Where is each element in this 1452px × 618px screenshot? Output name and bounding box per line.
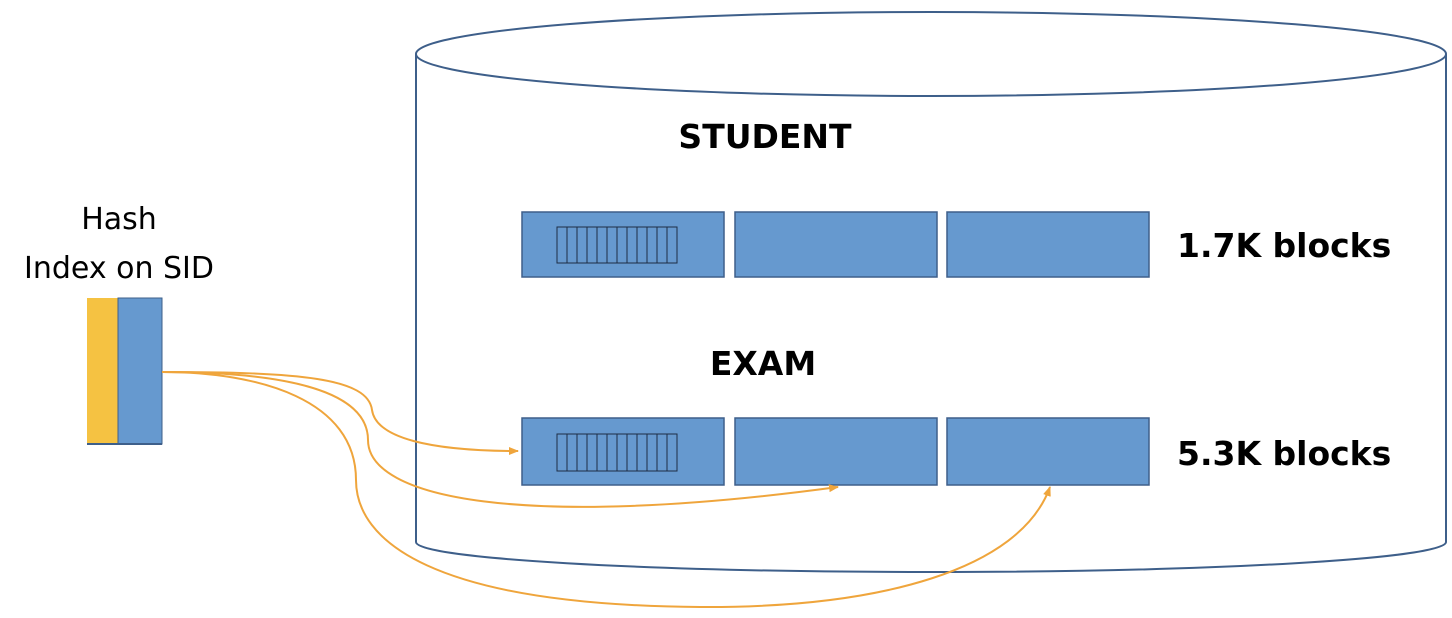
table-name: EXAM [710, 344, 816, 383]
data-block [521, 417, 725, 486]
data-block [734, 417, 938, 486]
cylinder-body [415, 54, 1447, 573]
index-pointer-column [117, 297, 163, 445]
index-title-line1: Hash [81, 202, 157, 237]
hash-index: Hash Index on SID [24, 202, 214, 445]
pointer-arrow [161, 371, 1051, 609]
record-slots [556, 433, 678, 472]
student-table: STUDENT 1.7K blocks [521, 117, 1391, 278]
data-block [946, 417, 1150, 486]
exam-table: EXAM 5.3K blocks [521, 344, 1391, 486]
index-title-line2: Index on SID [24, 251, 214, 286]
data-block [521, 211, 725, 278]
index-pointers [161, 371, 1051, 609]
data-block [734, 211, 938, 278]
index-key-column [87, 298, 118, 444]
cylinder-top [415, 11, 1447, 97]
table-size: 1.7K blocks [1177, 226, 1391, 265]
pointer-arrow [161, 371, 839, 508]
pointer-arrow [161, 371, 519, 455]
record-slots [556, 226, 678, 264]
database-cylinder [415, 11, 1447, 573]
table-name: STUDENT [678, 117, 852, 156]
table-size: 5.3K blocks [1177, 434, 1391, 473]
data-block [946, 211, 1150, 278]
